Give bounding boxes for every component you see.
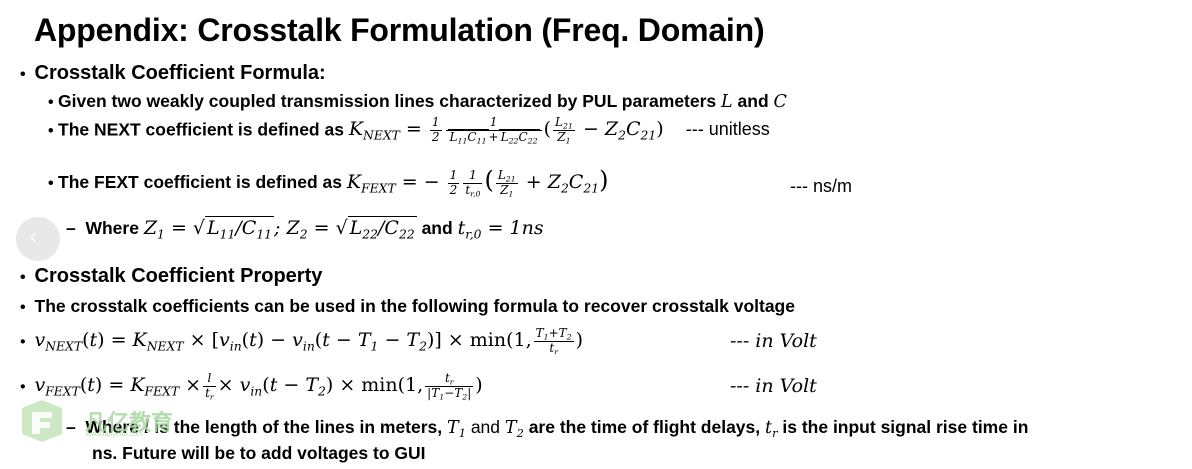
pul-text: Given two weakly coupled transmission li…	[58, 91, 717, 111]
fext-unit: --- ns/m	[790, 176, 852, 196]
section2-intro-row: • The crosstalk coefficients can be used…	[20, 296, 795, 317]
section1-heading-row: • Crosstalk Coefficient Formula:	[20, 62, 326, 85]
note-t1: is the length of the lines in meters,	[154, 417, 443, 437]
note-t2: and	[470, 417, 501, 437]
t1-symbol: T1	[447, 418, 466, 440]
pul-and: and	[737, 91, 769, 111]
dash-icon: –	[66, 417, 86, 437]
bullet-icon: •	[20, 269, 35, 286]
tr0-formula: tr,0 = 1ns	[457, 217, 544, 242]
pul-line: • Given two weakly coupled transmission …	[48, 91, 787, 112]
watermark-brand: 凡亿教育	[85, 410, 174, 435]
page-title: Appendix: Crosstalk Formulation (Freq. D…	[34, 12, 765, 48]
vfext-unit: --- in Volt	[730, 375, 817, 397]
t2-symbol: T2	[504, 418, 524, 440]
bullet-icon: •	[48, 122, 59, 140]
note-line: – Where l is the length of the lines in …	[66, 417, 1029, 440]
note-where: Where	[85, 417, 139, 437]
z-formula: Z1 = √L11/C11; Z2 = √L22/C22	[143, 216, 417, 242]
where-and: and	[421, 218, 453, 238]
capacitance-symbol: C	[773, 92, 787, 112]
bullet-icon: •	[20, 378, 35, 396]
where-text: Where	[85, 218, 139, 238]
note-t4: is the input signal rise time in	[782, 417, 1029, 437]
section2-heading: Crosstalk Coefficient Property	[34, 265, 323, 287]
dash-icon: –	[66, 218, 86, 238]
section2-intro: The crosstalk coefficients can be used i…	[34, 296, 795, 316]
note-line2: ns. Future will be to add voltages to GU…	[92, 443, 426, 463]
fanyi-logo-icon	[22, 400, 62, 442]
tr-symbol: tr	[765, 418, 778, 440]
fext-line: • The FEXT coefficient is defined as KFE…	[48, 166, 608, 210]
next-line: • The NEXT coefficient is defined as KNE…	[48, 115, 770, 162]
fext-text: The FEXT coefficient is defined as	[58, 172, 342, 192]
length-symbol: l	[143, 418, 150, 438]
note-t3: are the time of flight delays,	[528, 417, 761, 437]
nav-back-button[interactable]	[16, 217, 60, 261]
section1-heading: Crosstalk Coefficient Formula:	[34, 62, 326, 84]
next-text: The NEXT coefficient is defined as	[58, 119, 344, 140]
next-unit: --- unitless	[685, 119, 770, 140]
vnext-formula: vNEXT(t) = KNEXT × [vin(t) − vin(t − T1 …	[34, 326, 584, 357]
bullet-icon: •	[48, 175, 59, 192]
where-line: – Where Z1 = √L11/C11; Z2 = √L22/C22 and…	[66, 216, 544, 242]
section2-heading-row: • Crosstalk Coefficient Property	[20, 265, 322, 288]
vnext-line: • vNEXT(t) = KNEXT × [vin(t) − vin(t − T…	[20, 326, 584, 365]
bullet-icon: •	[20, 333, 35, 351]
bullet-icon: •	[48, 94, 59, 111]
watermark-url: www.fanyedu.com	[86, 431, 143, 438]
bullet-icon: •	[20, 299, 35, 316]
inductance-symbol: L	[721, 92, 733, 112]
chevron-left-icon: ‹	[30, 226, 37, 248]
vnext-unit: --- in Volt	[730, 330, 817, 352]
bullet-icon: •	[20, 66, 35, 83]
